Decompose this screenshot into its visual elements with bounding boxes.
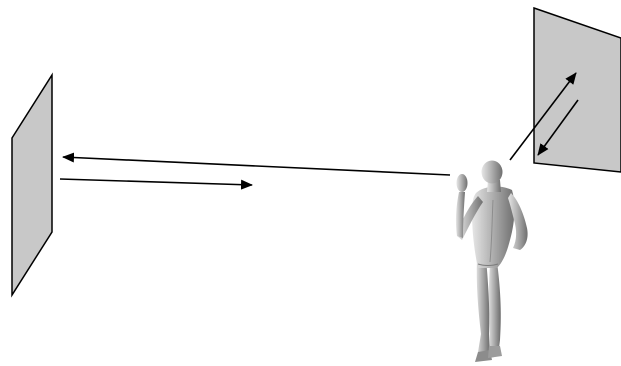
- arrow-from-left-panel: [60, 179, 252, 185]
- human-figure: [456, 161, 528, 363]
- right-panel: [534, 8, 621, 172]
- arrow-to-left-panel: [63, 157, 450, 175]
- left-panel: [12, 75, 52, 295]
